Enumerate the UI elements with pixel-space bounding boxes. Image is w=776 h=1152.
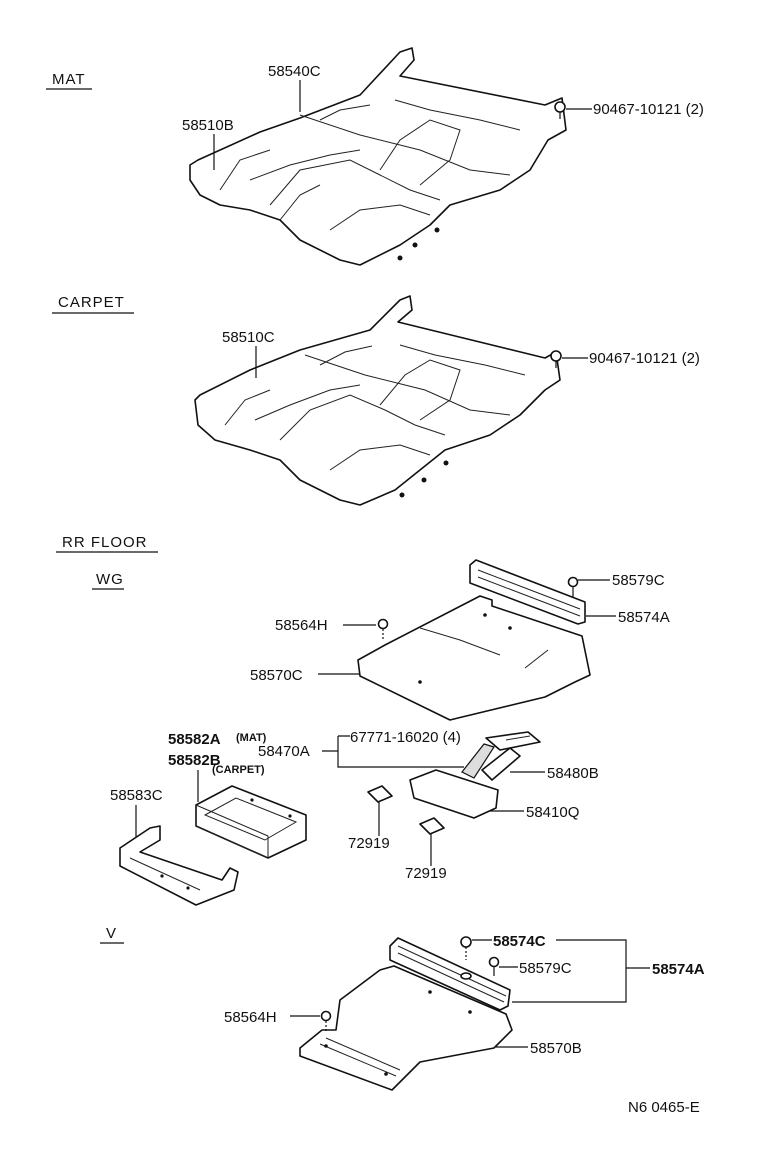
- label-58570B: 58570B: [530, 1040, 582, 1057]
- rear-step-plate-wg: [469, 559, 586, 625]
- label-90467-carpet: 90467-10121 (2): [589, 350, 700, 367]
- rear-floor-mat-wg: [357, 595, 591, 721]
- clip-icon: [567, 576, 579, 598]
- label-67771: 67771-16020 (4): [350, 729, 461, 746]
- bracket-58574A-v: [512, 939, 650, 1003]
- label-58583C: 58583C: [110, 787, 163, 804]
- section-title-mat: MAT: [52, 71, 86, 88]
- section-title-v: V: [106, 925, 117, 942]
- label-58582A: 58582A: [168, 731, 221, 748]
- clip-icon: [320, 1010, 332, 1032]
- note-carpet: (CARPET): [212, 764, 265, 776]
- label-58574A-v: 58574A: [652, 961, 705, 978]
- pad-72919-b: [419, 817, 445, 835]
- insulator-58410Q: [409, 769, 499, 819]
- section-title-rr-floor: RR FLOOR: [62, 534, 148, 551]
- label-58510C: 58510C: [222, 329, 275, 346]
- clip-icon: [488, 956, 500, 976]
- luggage-tray: [195, 785, 307, 859]
- section-title-carpet: CARPET: [58, 294, 125, 311]
- floor-mat-illustration: [189, 47, 567, 266]
- bracket-58470A: [322, 735, 380, 768]
- rear-floor-mat-v: [299, 965, 513, 1091]
- floor-carpet-illustration: [194, 295, 561, 506]
- label-58579C-wg: 58579C: [612, 572, 665, 589]
- label-58564H-v: 58564H: [224, 1009, 277, 1026]
- clip-icon: [460, 936, 472, 960]
- pad-72919-a: [367, 785, 393, 803]
- label-58574A-wg: 58574A: [618, 609, 670, 626]
- access-panel-cover: [461, 731, 541, 779]
- label-58582B: 58582B: [168, 752, 221, 769]
- label-58570C: 58570C: [250, 667, 303, 684]
- clip-icon: [554, 101, 566, 119]
- label-58574C: 58574C: [493, 933, 546, 950]
- label-72919-a: 72919: [348, 835, 390, 852]
- section-title-wg: WG: [96, 571, 124, 588]
- label-72919-b: 72919: [405, 865, 447, 882]
- bracket-58583C: [119, 825, 239, 906]
- label-58579C-v: 58579C: [519, 960, 572, 977]
- clip-icon: [550, 350, 562, 368]
- label-58470A: 58470A: [258, 743, 310, 760]
- diagram-code: N6 0465-E: [628, 1099, 700, 1116]
- label-58480B: 58480B: [547, 765, 599, 782]
- clip-icon: [377, 618, 389, 640]
- label-58410Q: 58410Q: [526, 804, 579, 821]
- note-mat: (MAT): [236, 732, 267, 744]
- rear-step-plate-v: [389, 937, 511, 1011]
- side-panel-58480B: [481, 747, 521, 781]
- label-58540C: 58540C: [268, 63, 321, 80]
- label-90467-mat: 90467-10121 (2): [593, 101, 704, 118]
- label-58564H-wg: 58564H: [275, 617, 328, 634]
- label-58510B: 58510B: [182, 117, 234, 134]
